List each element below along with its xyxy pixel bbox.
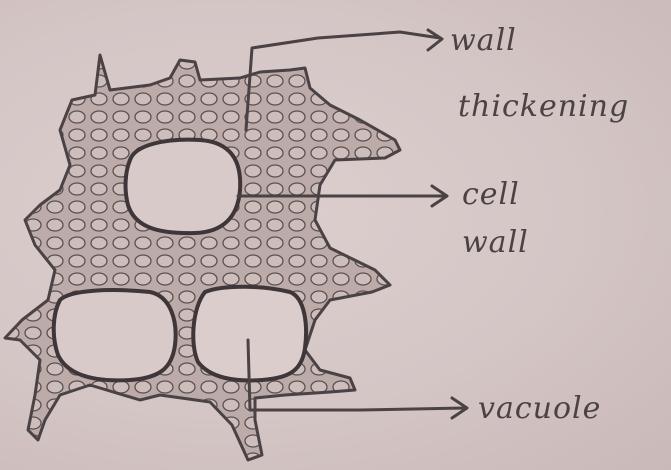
label-cell-wall-line1: cell [462, 177, 520, 212]
label-wall-thickening-line1: wall [450, 23, 517, 58]
wall-thickening-tissue [5, 55, 400, 460]
cell-top [126, 140, 241, 233]
cell-bottom-left [54, 290, 176, 380]
label-vacuole: vacuole [478, 391, 601, 426]
label-wall-thickening-line2: thickening [458, 89, 629, 124]
label-cell-wall-line2: wall [462, 225, 529, 260]
